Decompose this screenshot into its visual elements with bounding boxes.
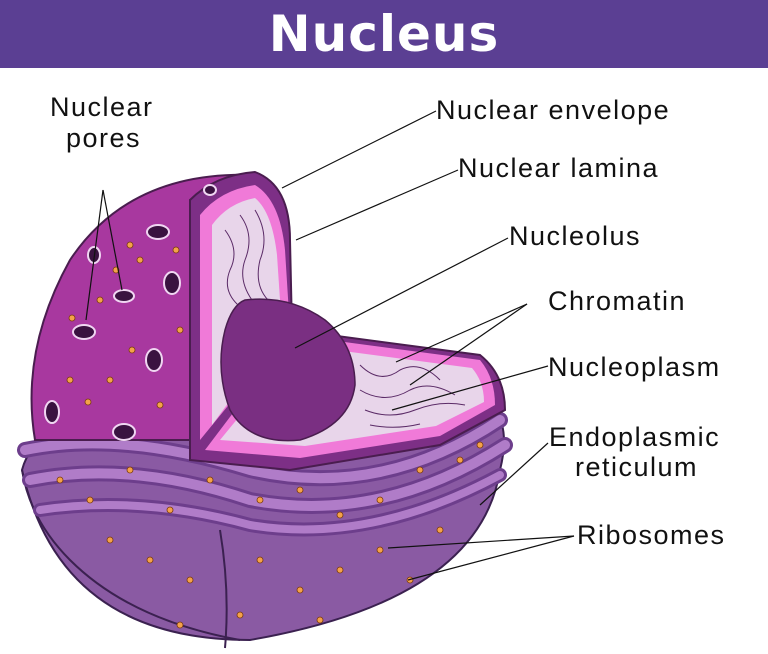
label-nuclear-pores-line1: Nuclear bbox=[50, 92, 154, 122]
endoplasmic-reticulum bbox=[17, 408, 513, 649]
ribosomes bbox=[56, 241, 484, 629]
label-nuclear-pores-line2: pores bbox=[66, 123, 142, 153]
label-ribosomes: Ribosomes bbox=[577, 520, 726, 550]
label-nucleoplasm: Nucleoplasm bbox=[548, 352, 721, 382]
label-endoplasmic-reticulum-line2: reticulum bbox=[575, 452, 699, 482]
label-nucleolus: Nucleolus bbox=[509, 221, 642, 251]
nuclear-pores bbox=[44, 184, 217, 441]
title-bar bbox=[0, 0, 768, 68]
diagram-title: Nucleus bbox=[268, 5, 500, 63]
label-nuclear-lamina: Nuclear lamina bbox=[458, 153, 660, 183]
label-endoplasmic-reticulum-line1: Endoplasmic bbox=[549, 422, 721, 452]
label-nuclear-envelope: Nuclear envelope bbox=[436, 95, 671, 125]
nucleolus bbox=[220, 298, 356, 442]
label-chromatin: Chromatin bbox=[548, 286, 687, 316]
leader-lines bbox=[85, 110, 575, 581]
